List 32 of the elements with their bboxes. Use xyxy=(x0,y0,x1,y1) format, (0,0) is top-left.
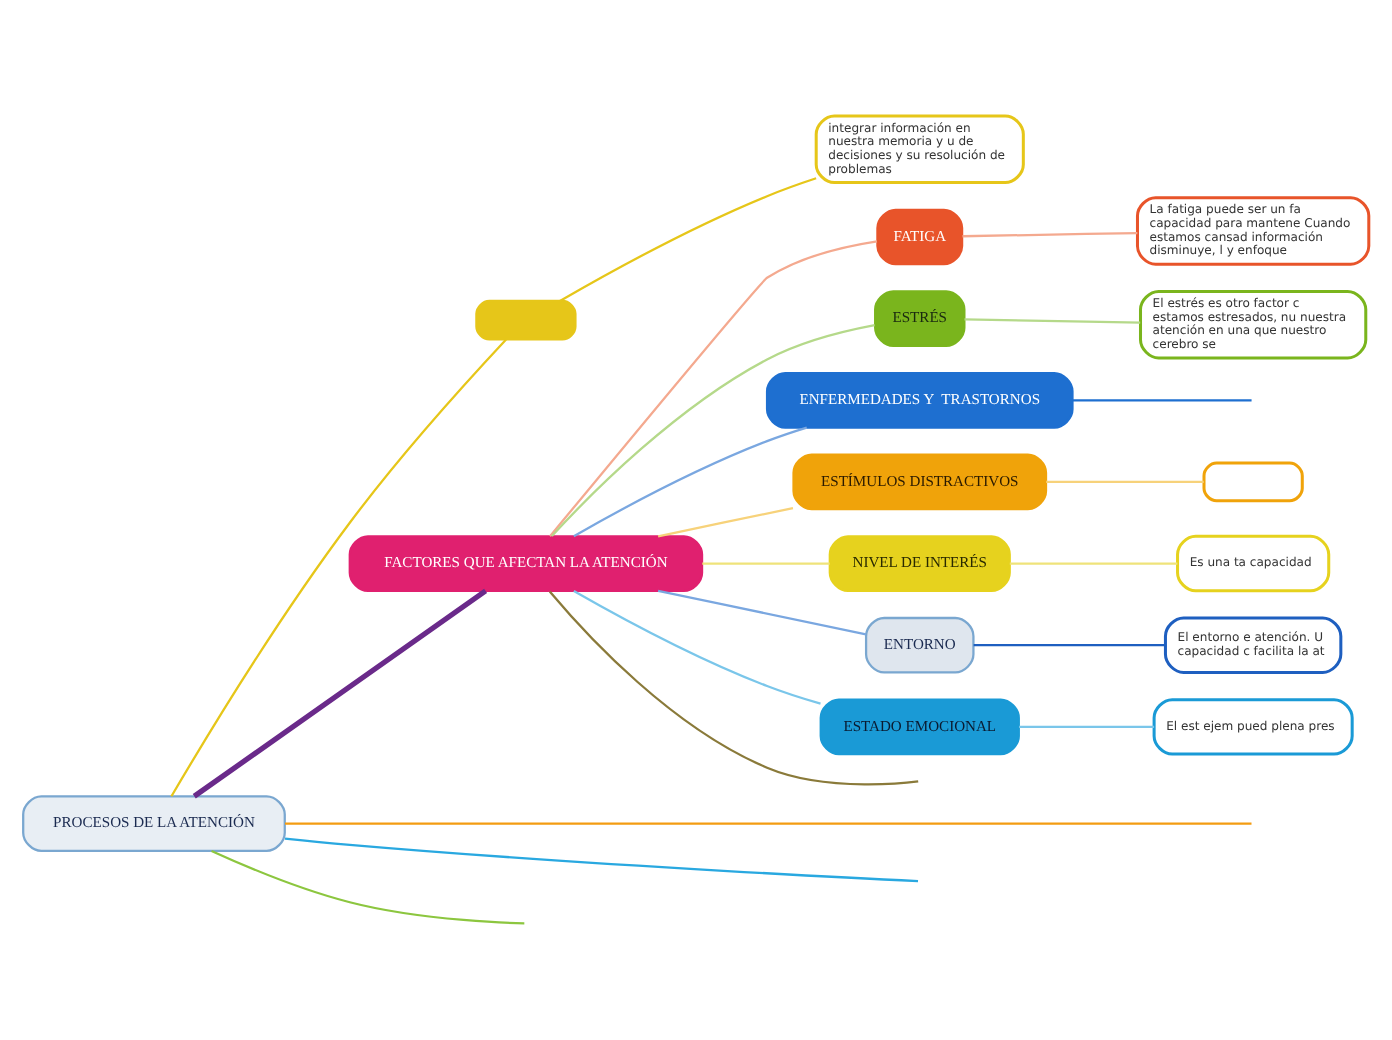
connector xyxy=(1009,562,1178,565)
node-box: ENFERMEDADES Y TRASTORNOS xyxy=(765,371,1074,429)
node-box: ENTORNO xyxy=(864,616,975,674)
connector xyxy=(192,588,488,799)
node-box: ESTRÉS xyxy=(874,290,966,347)
connector xyxy=(657,507,794,538)
connector xyxy=(702,562,830,565)
node-box: NIVEL DE INTERÉS xyxy=(828,535,1011,592)
connector xyxy=(549,240,878,537)
node-box: FATIGA xyxy=(876,208,964,266)
node-box xyxy=(1202,461,1304,503)
connector xyxy=(573,426,808,538)
connector xyxy=(1072,399,1252,402)
connector xyxy=(285,822,1252,825)
connector xyxy=(1046,480,1204,484)
connector xyxy=(211,849,525,925)
node-box xyxy=(475,299,577,341)
connector xyxy=(962,231,1138,238)
node-box: FACTORES QUE AFECTAN LA ATENCIÓN xyxy=(348,535,704,592)
connector xyxy=(551,324,875,537)
connector xyxy=(973,644,1166,647)
connector xyxy=(548,590,919,786)
connector xyxy=(284,837,919,883)
connector xyxy=(573,590,821,705)
connector xyxy=(1019,725,1155,728)
connector xyxy=(657,589,867,636)
connector xyxy=(964,318,1141,324)
connector xyxy=(170,338,507,797)
connector xyxy=(558,177,817,303)
node-box: ESTADO EMOCIONAL xyxy=(819,698,1020,756)
node-box: PROCESOS DE LA ATENCIÓN xyxy=(22,795,286,852)
node-box: ESTÍMULOS DISTRACTIVOS xyxy=(792,453,1048,511)
